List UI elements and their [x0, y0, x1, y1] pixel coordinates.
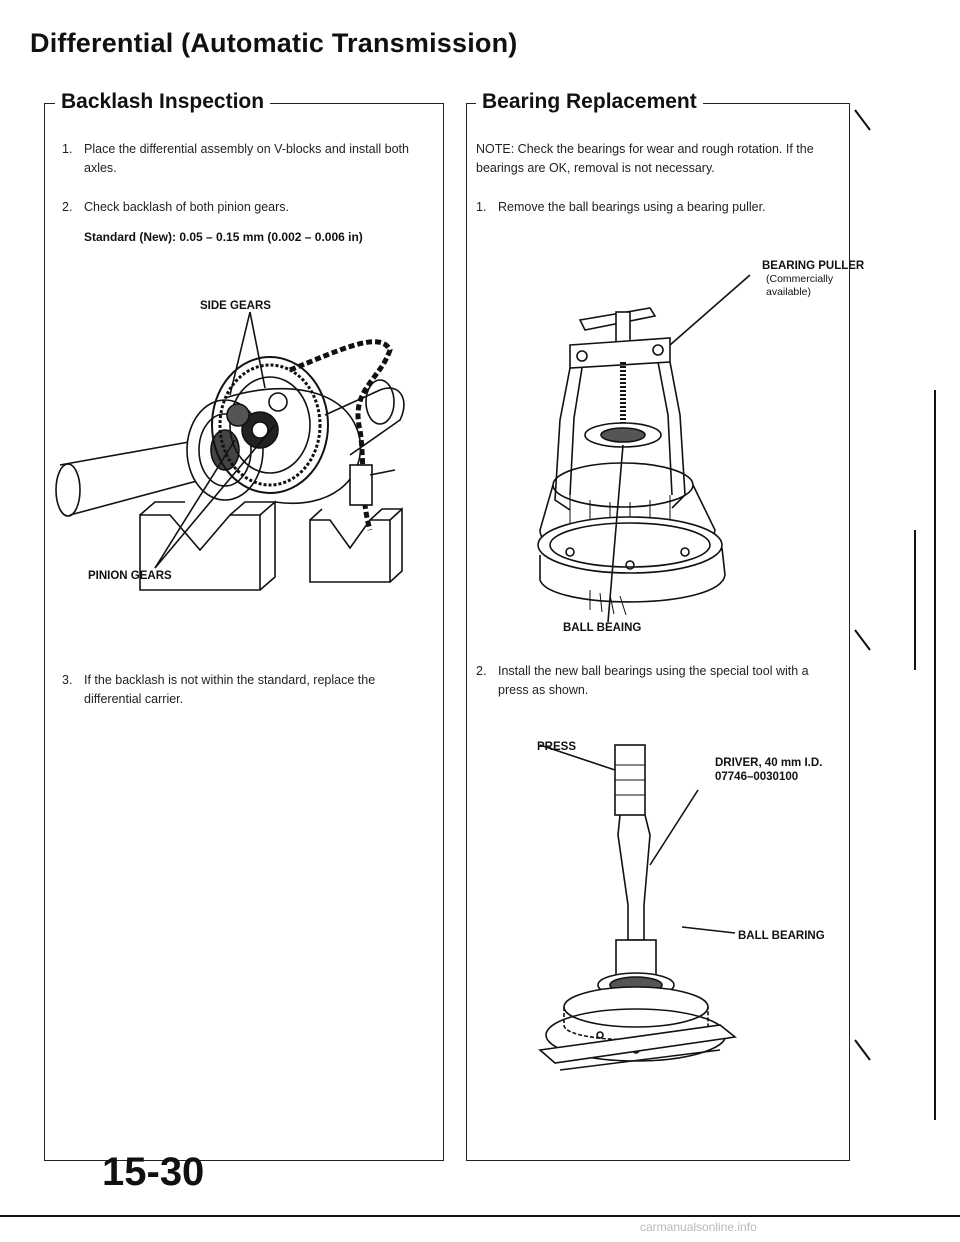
step-number: 1.: [476, 200, 487, 214]
label-driver: DRIVER, 40 mm I.D.: [715, 757, 823, 769]
label-press: PRESS: [537, 741, 576, 753]
bottom-rule: [0, 1215, 960, 1217]
label-ball-bearing-2: BALL BEARING: [738, 930, 825, 942]
step-text: Place the differential assembly on V-blo…: [84, 142, 409, 175]
step-number: 1.: [62, 142, 73, 156]
label-bearing-puller: BEARING PULLER: [762, 260, 865, 272]
step-number: 2.: [62, 200, 73, 214]
label-side-gears: SIDE GEARS: [200, 300, 271, 312]
label-ball-bearing-1: BALL BEAING: [563, 622, 642, 634]
bearing-step-1: 1. Remove the ball bearings using a beari…: [476, 198, 842, 217]
bearing-heading-rule: [720, 103, 850, 104]
backlash-step-3: 3. If the backlash is not within the stan…: [62, 671, 432, 709]
backlash-step-2: 2. Check backlash of both pinion gears.: [62, 198, 432, 217]
label-puller-sub-2: available): [766, 286, 811, 298]
step-text: Install the new ball bearings using the …: [498, 664, 809, 697]
label-pinion-gears: PINION GEARS: [88, 570, 172, 582]
step-text: Remove the ball bearings using a bearing…: [498, 200, 766, 214]
press-driver-illustration: [538, 744, 737, 1071]
step-text: If the backlash is not within the standa…: [84, 673, 376, 706]
watermark-footer: carmanualsonline.info: [640, 1220, 757, 1234]
backlash-panel: [44, 103, 444, 1161]
bearing-heading: Bearing Replacement: [476, 90, 703, 114]
page-title: Differential (Automatic Transmission): [30, 28, 518, 58]
backlash-heading-rule: [296, 103, 444, 104]
label-driver-part: 07746–0030100: [715, 771, 799, 783]
differential-assembly-illustration: [55, 311, 405, 591]
page-number: 15-30: [102, 1150, 205, 1194]
margin-marks: [854, 109, 936, 1120]
step-number: 2.: [476, 664, 487, 678]
label-puller-sub-1: (Commercially: [766, 273, 834, 285]
backlash-step-1: 1. Place the differential assembly on V-b…: [62, 140, 432, 178]
bearing-note: NOTE: Check the bearings for wear and ro…: [476, 142, 814, 175]
step-number: 3.: [62, 673, 73, 687]
step-text: Check backlash of both pinion gears.: [84, 200, 289, 214]
bearing-puller-illustration: [537, 274, 751, 623]
bearing-step-2: 2. Install the new ball bearings using th…: [476, 662, 842, 700]
standard-spec: Standard (New): 0.05 – 0.15 mm (0.002 – …: [84, 230, 363, 244]
backlash-heading: Backlash Inspection: [55, 90, 271, 114]
